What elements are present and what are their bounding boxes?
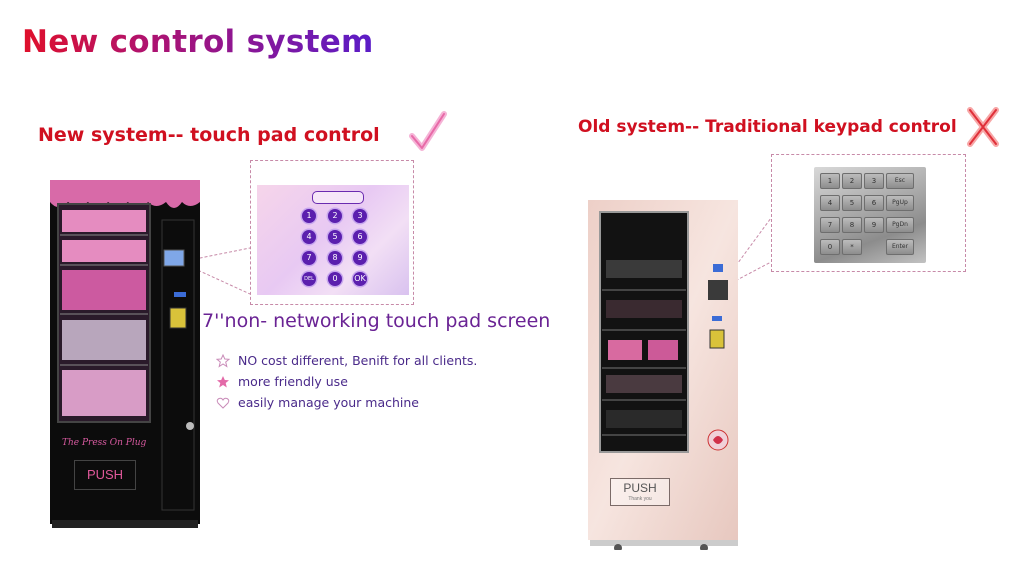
star-filled-icon	[217, 375, 229, 387]
touch-key-1[interactable]: 1	[302, 209, 316, 223]
keypad-key-4[interactable]: 4	[820, 195, 840, 211]
touch-key-9[interactable]: 9	[353, 251, 367, 265]
keypad-key-1[interactable]: 1	[820, 173, 840, 189]
feature-text: easily manage your machine	[238, 395, 419, 410]
feature-list: NO cost different, Benift for all client…	[216, 350, 477, 413]
touch-key-6[interactable]: 6	[353, 230, 367, 244]
push-door-label: PUSH	[74, 460, 136, 490]
old-push-door: PUSH Thank you	[610, 478, 670, 506]
keypad-key-pgdn[interactable]: PgDn	[886, 217, 914, 233]
keypad-key-pgup[interactable]: PgUp	[886, 195, 914, 211]
new-system-label: New system-- touch pad control	[38, 124, 380, 146]
feature-text: more friendly use	[238, 374, 348, 389]
keypad-key-star[interactable]: *	[842, 239, 862, 255]
keypad-key-2[interactable]: 2	[842, 173, 862, 189]
feature-item: more friendly use	[216, 371, 477, 392]
keypad-key-5[interactable]: 5	[842, 195, 862, 211]
touch-key-3[interactable]: 3	[353, 209, 367, 223]
feature-item: easily manage your machine	[216, 392, 477, 413]
keypad-key-0[interactable]: 0	[820, 239, 840, 255]
touch-key-del[interactable]: DEL	[302, 272, 316, 286]
feature-item: NO cost different, Benift for all client…	[216, 350, 477, 371]
touch-pad-display-slot	[312, 191, 364, 204]
old-system-label-text: Old system-- Traditional keypad control	[578, 117, 957, 137]
machine-brand-text: The Press On Plug	[62, 438, 147, 448]
keypad-key-9[interactable]: 9	[864, 217, 884, 233]
new-vending-machine: The Press On Plug PUSH	[50, 180, 200, 540]
new-system-label-text: New system-- touch pad control	[38, 124, 380, 146]
keypad-key-enter[interactable]: Enter	[886, 239, 914, 255]
touch-key-2[interactable]: 2	[328, 209, 342, 223]
keypad-key-3[interactable]: 3	[864, 173, 884, 189]
keypad-key-esc[interactable]: Esc	[886, 173, 914, 189]
star-outline-icon	[216, 353, 230, 368]
page-title: New control system	[22, 24, 374, 60]
touch-key-ok[interactable]: OK	[353, 272, 367, 286]
old-system-label: Old system-- Traditional keypad control	[578, 117, 957, 137]
old-push-label: PUSH	[623, 481, 657, 495]
new-machine-body	[50, 180, 200, 540]
touch-key-4[interactable]: 4	[302, 230, 316, 244]
touch-key-8[interactable]: 8	[328, 251, 342, 265]
heart-outline-icon	[216, 397, 230, 409]
old-machine-body	[588, 200, 738, 552]
keypad-key-6[interactable]: 6	[864, 195, 884, 211]
touch-key-0[interactable]: 0	[328, 272, 342, 286]
touch-key-5[interactable]: 5	[328, 230, 342, 244]
old-push-sub: Thank you	[628, 496, 652, 502]
feature-text: NO cost different, Benift for all client…	[238, 353, 478, 368]
check-mark-icon	[409, 111, 447, 151]
touch-screen-description: 7''non- networking touch pad screen	[202, 310, 551, 332]
touch-key-7[interactable]: 7	[302, 251, 316, 265]
cross-mark-icon	[967, 107, 999, 147]
keypad-key-8[interactable]: 8	[842, 217, 862, 233]
old-vending-machine: PUSH Thank you	[588, 200, 740, 552]
keypad-key-7[interactable]: 7	[820, 217, 840, 233]
